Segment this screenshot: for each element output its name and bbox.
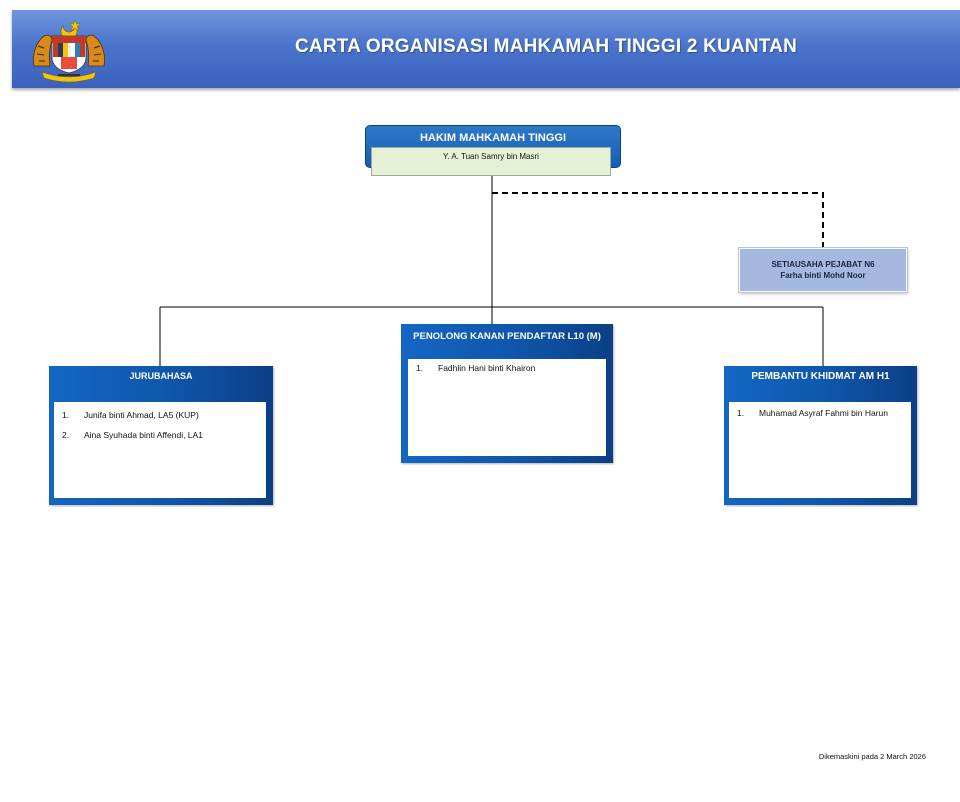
judge-name: Y. A. Tuan Samry bin Masri <box>371 147 611 176</box>
dept-panel: 1.Junifa binti Ahmad, LA5 (KUP) 2.Aina S… <box>54 402 266 498</box>
page-title: CARTA ORGANISASI MAHKAMAH TINGGI 2 KUANT… <box>294 36 798 57</box>
list-item: 1.Fadhlin Hani binti Khairon <box>416 363 536 373</box>
secretary-name: Farha binti Mohd Noor <box>780 271 866 280</box>
dept-panel: 1.Muhamad Asyraf Fahmi bin Harun <box>729 402 911 498</box>
malaysia-coat-of-arms-icon <box>33 19 105 83</box>
judge-title: HAKIM MAHKAMAH TINGGI <box>419 132 567 144</box>
dept-box-penolong-kanan-pendaftar: PENOLONG KANAN PENDAFTAR L10 (M) 1.Fadhl… <box>401 324 613 463</box>
list-item: 2.Aina Syuhada binti Affendi, LA1 <box>62 430 203 440</box>
dept-title: PEMBANTU KHIDMAT AM H1 <box>751 371 890 382</box>
last-updated-text: Dikemaskini pada 2 March 2026 <box>818 752 926 761</box>
dept-box-pembantu-khidmat-am: PEMBANTU KHIDMAT AM H1 1.Muhamad Asyraf … <box>724 366 917 505</box>
list-item: 1.Junifa binti Ahmad, LA5 (KUP) <box>62 410 199 420</box>
secretary-title: SETIAUSAHA PEJABAT N6 <box>771 260 875 269</box>
dashed-secretary-line <box>492 192 824 248</box>
dept-title: PENOLONG KANAN PENDAFTAR L10 (M) <box>413 331 601 342</box>
secretary-box: SETIAUSAHA PEJABAT N6 Farha binti Mohd N… <box>739 248 907 292</box>
dept-title: JURUBAHASA <box>129 371 193 381</box>
header-banner: CARTA ORGANISASI MAHKAMAH TINGGI 2 KUANT… <box>12 10 960 88</box>
list-item: 1.Muhamad Asyraf Fahmi bin Harun <box>737 408 888 418</box>
dept-panel: 1.Fadhlin Hani binti Khairon <box>408 359 606 456</box>
dept-box-jurubahasa: JURUBAHASA 1.Junifa binti Ahmad, LA5 (KU… <box>49 366 273 505</box>
